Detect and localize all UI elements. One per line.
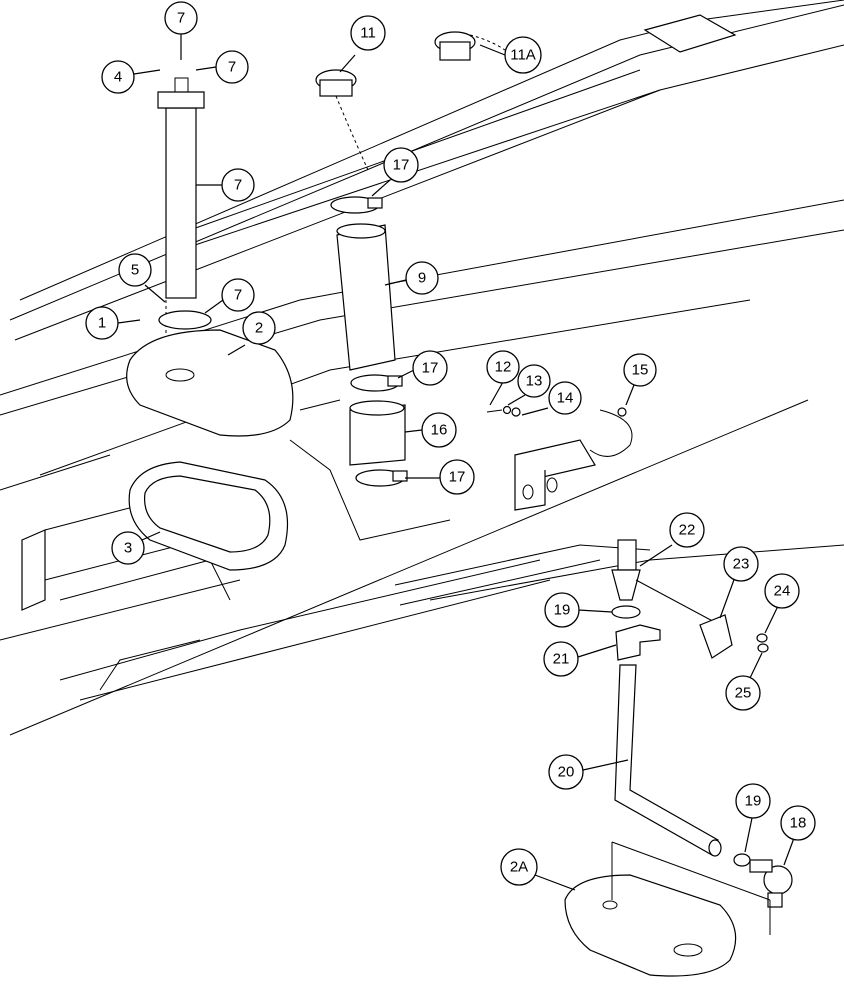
svg-text:17: 17 xyxy=(422,360,439,377)
callout-7-top: 7 xyxy=(164,1,198,35)
callout-19-lower: 19 xyxy=(735,783,771,819)
small-clamp-19b-part xyxy=(733,853,751,867)
callout-15: 15 xyxy=(623,353,657,387)
callout-22: 22 xyxy=(669,512,705,548)
clamp-bracket-21-part xyxy=(615,624,661,661)
callout-12: 12 xyxy=(486,350,520,384)
tank-opening-part xyxy=(128,461,289,571)
callout-17-bottom: 17 xyxy=(439,459,475,495)
callout-5: 5 xyxy=(118,253,152,287)
callout-1: 1 xyxy=(85,306,119,340)
leader-lines xyxy=(117,34,795,891)
clip-23-part xyxy=(699,614,733,659)
svg-text:24: 24 xyxy=(774,583,791,600)
callout-7-gasket: 7 xyxy=(221,278,255,312)
elbow-fitting-part xyxy=(611,539,721,626)
svg-text:12: 12 xyxy=(495,359,512,376)
gasket-ring-part xyxy=(158,310,212,330)
bolt-12-13-14-parts xyxy=(486,405,627,417)
svg-text:23: 23 xyxy=(733,556,750,573)
callout-11a: 11A xyxy=(504,36,542,74)
vented-cap-part xyxy=(434,31,506,61)
callout-9: 9 xyxy=(405,261,439,295)
svg-text:17: 17 xyxy=(449,469,466,486)
svg-text:17: 17 xyxy=(393,157,410,174)
svg-text:20: 20 xyxy=(558,764,575,781)
clamp-bottom-part xyxy=(355,469,408,487)
filler-hose-part xyxy=(336,223,396,371)
svg-text:7: 7 xyxy=(228,59,236,76)
fill-cap-part xyxy=(315,69,369,171)
svg-text:18: 18 xyxy=(790,815,807,832)
callout-14: 14 xyxy=(548,381,582,415)
svg-text:25: 25 xyxy=(735,685,752,702)
mounting-plate-part xyxy=(126,329,294,437)
callout-7-tube: 7 xyxy=(221,168,255,202)
svg-text:14: 14 xyxy=(557,390,574,407)
svg-text:7: 7 xyxy=(177,10,185,27)
callout-3: 3 xyxy=(111,531,145,565)
svg-text:5: 5 xyxy=(131,262,139,279)
callout-25: 25 xyxy=(725,675,761,711)
breather-18-part xyxy=(749,859,793,908)
svg-text:13: 13 xyxy=(526,373,543,390)
sender-tube-part xyxy=(157,77,205,360)
callout-18: 18 xyxy=(780,805,816,841)
callout-20: 20 xyxy=(548,754,584,790)
svg-text:7: 7 xyxy=(234,287,242,304)
callout-16: 16 xyxy=(421,412,457,448)
callout-17-middle: 17 xyxy=(412,350,448,386)
mounting-plate-2a-part xyxy=(564,841,771,977)
coupling-sleeve-part xyxy=(349,400,406,466)
callout-21: 21 xyxy=(543,641,579,677)
vent-hose-20-part xyxy=(614,664,722,857)
svg-text:4: 4 xyxy=(114,69,122,86)
callout-19-upper: 19 xyxy=(544,592,580,628)
svg-text:2A: 2A xyxy=(510,859,528,876)
svg-text:3: 3 xyxy=(124,540,132,557)
callout-23: 23 xyxy=(723,546,759,582)
svg-text:1: 1 xyxy=(98,315,106,332)
clamp-top-part xyxy=(330,196,383,214)
small-clamp-19-part xyxy=(611,605,641,619)
svg-text:19: 19 xyxy=(745,793,762,810)
svg-text:2: 2 xyxy=(255,320,263,337)
svg-text:11: 11 xyxy=(360,25,376,42)
washer-24-part xyxy=(756,633,769,653)
svg-text:21: 21 xyxy=(553,651,570,668)
clamp-middle-part xyxy=(350,374,403,392)
svg-text:15: 15 xyxy=(632,362,649,379)
callout-2: 2 xyxy=(242,311,276,345)
svg-text:16: 16 xyxy=(431,422,448,439)
svg-text:19: 19 xyxy=(554,602,571,619)
callout-2a: 2A xyxy=(500,848,538,886)
svg-text:9: 9 xyxy=(418,270,426,287)
svg-text:22: 22 xyxy=(679,522,696,539)
svg-text:11A: 11A xyxy=(510,47,536,64)
callout-13: 13 xyxy=(517,364,551,398)
callout-17-top: 17 xyxy=(383,147,419,183)
chassis-frame-lines xyxy=(0,0,844,736)
callout-11: 11 xyxy=(350,15,386,51)
callout-7-nuts: 7 xyxy=(215,50,249,84)
callout-4: 4 xyxy=(101,60,135,94)
callout-24: 24 xyxy=(764,573,800,609)
svg-text:7: 7 xyxy=(234,177,242,194)
